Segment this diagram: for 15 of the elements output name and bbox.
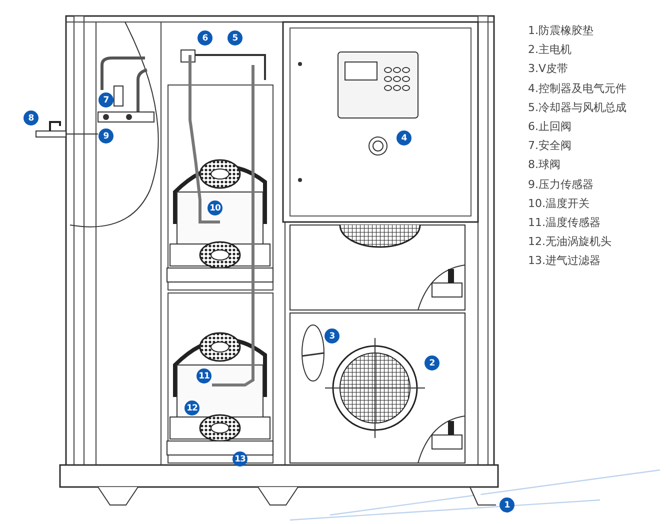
parts-list-item: 6.止回阀 — [528, 120, 572, 134]
parts-list-item: 1.防震橡胶垫 — [528, 24, 594, 38]
callout-number: 8 — [24, 110, 38, 126]
parts-list-item: 8.球阀 — [528, 158, 560, 172]
parts-list-item: 2.主电机 — [528, 43, 572, 58]
parts-list-item: 9.压力传感器 — [528, 178, 594, 192]
parts-list-item: 3.V皮带 — [528, 62, 568, 76]
parts-list-item: 5.冷却器与风机总成 — [528, 100, 626, 115]
parts-list-item: 13.进气过滤器 — [528, 254, 600, 268]
parts-list-item: 11.温度传感器 — [528, 216, 600, 230]
parts-list-item: 7.安全阀 — [528, 139, 572, 154]
callout-number: 1 — [500, 498, 514, 512]
parts-list-item: 4.控制器及电气元件 — [528, 82, 626, 96]
parts-list-item: 10.温度开关 — [528, 196, 590, 211]
parts-list-item: 12.无油涡旋机头 — [528, 235, 612, 250]
